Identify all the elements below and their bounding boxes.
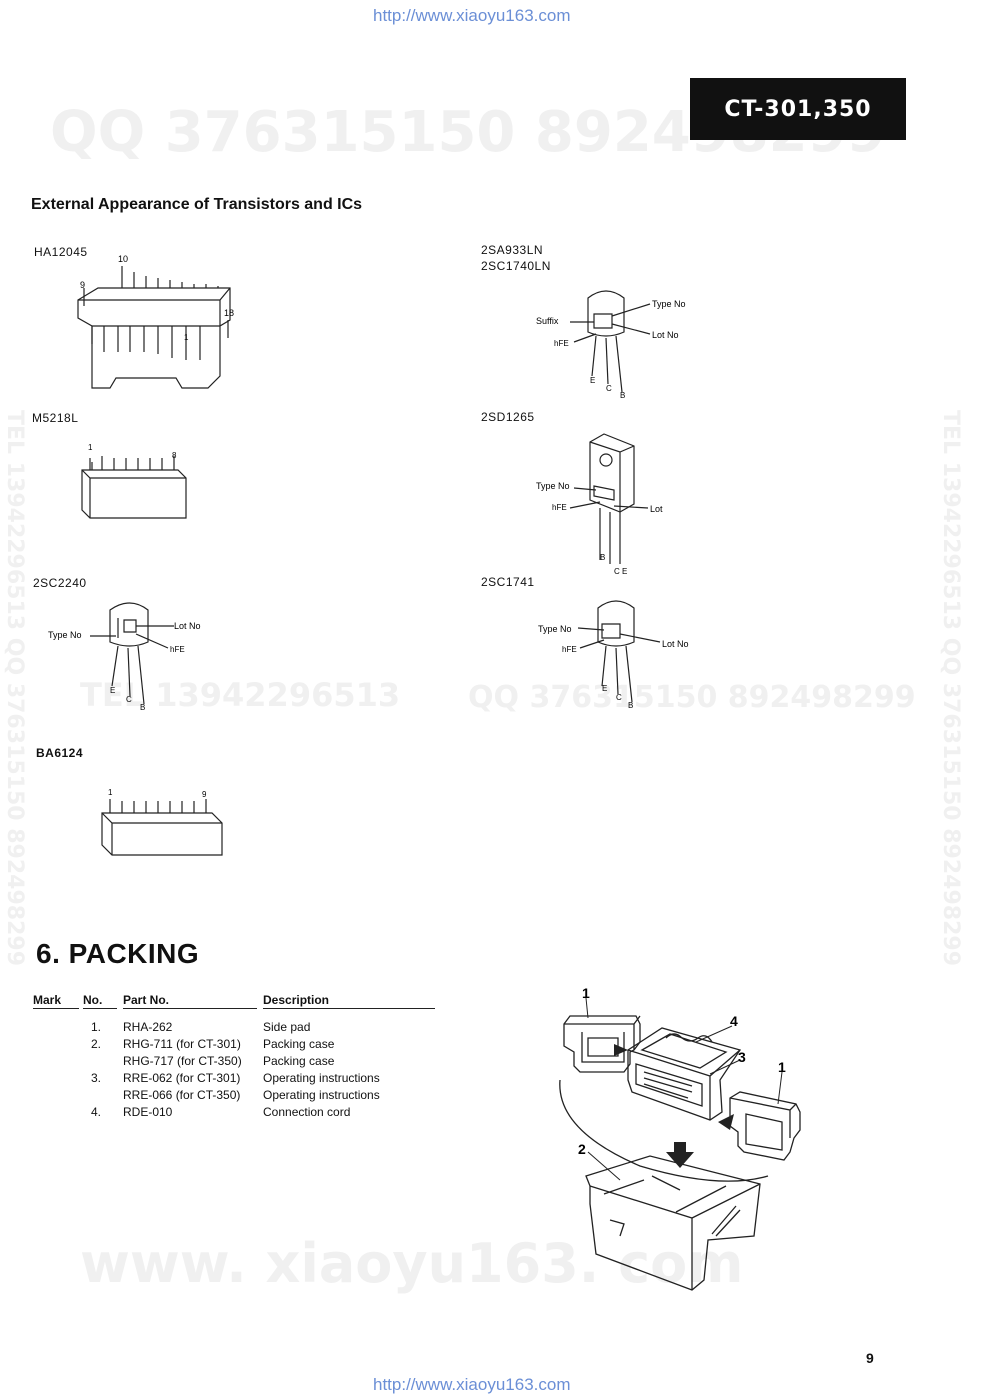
table-row: 3. RRE-062 (for CT-301) Operating instru… [91, 1071, 380, 1085]
2sc2240-hfe: hFE [170, 645, 185, 654]
2sc2240-lot-no: Lot No [174, 621, 201, 631]
ha12045-pin-9: 9 [80, 280, 85, 290]
watermark-vertical-left: TEL 13942296513 QQ 376315150 892498299 [2, 410, 27, 967]
label-2sd1265: 2SD1265 [481, 410, 535, 424]
label-ha12045: HA12045 [34, 245, 88, 259]
2sc2240-pin-b: B [140, 703, 145, 712]
2sa933ln-suffix: Suffix [536, 316, 559, 326]
appearance-title: External Appearance of Transistors and I… [31, 196, 363, 213]
ha12045-pin-1: 1 [184, 333, 189, 342]
2sc1741-lot-no: Lot No [662, 639, 689, 649]
2sd1265-hfe: hFE [552, 503, 567, 512]
ba6124-pin-9: 9 [202, 790, 207, 799]
2sd1265-drawing: Type No hFE Lot B C E [536, 433, 663, 576]
2sd1265-pin-b: B [600, 553, 605, 562]
packing-diagram: 1 4 3 1 2 [559, 985, 801, 1291]
col-description: Description [263, 993, 330, 1007]
source-url-bottom[interactable]: http://www.xiaoyu163.com [373, 1375, 571, 1394]
diagram-label-manual: 3 [738, 1049, 746, 1065]
ha12045-drawing: 9 10 18 1 [77, 254, 234, 389]
watermark-qq-mid: QQ 376315150 892498299 [468, 680, 916, 715]
2sd1265-pin-ce: C E [614, 567, 627, 576]
2sc1741-drawing: Type No Lot No hFE E C B [538, 600, 689, 710]
label-2sa933ln: 2SA933LN [481, 243, 544, 257]
2sc1741-hfe: hFE [562, 645, 577, 654]
watermark-tel-mid: TEL 13942296513 [80, 676, 401, 714]
diagram-label-case: 2 [578, 1141, 586, 1157]
2sa933ln-hfe: hFE [554, 339, 569, 348]
table-row: RHG-717 (for CT-350) Packing case [123, 1054, 335, 1068]
2sd1265-lot: Lot [650, 504, 663, 514]
2sc2240-drawing: Type No Lot No hFE E C B [48, 602, 201, 712]
2sa933ln-pin-c: C [606, 384, 612, 393]
2sa933ln-type-no: Type No [652, 299, 686, 309]
2sc1741-pin-c: C [616, 693, 622, 702]
packing-table-header: Mark No. Part No. Description [33, 993, 435, 1011]
table-row: 1. RHA-262 Side pad [91, 1020, 311, 1034]
diagram-label-side-pad-left: 1 [582, 985, 590, 1001]
ba6124-pin-1: 1 [108, 788, 113, 797]
packing-title: 6. PACKING [36, 938, 200, 969]
ba6124-drawing: 1 9 [101, 788, 223, 856]
col-no: No. [83, 993, 103, 1007]
label-2sc1740ln: 2SC1740LN [481, 259, 551, 273]
diagram-label-side-pad-right: 1 [778, 1059, 786, 1075]
2sc1741-pin-b: B [628, 701, 633, 710]
2sd1265-type-no: Type No [536, 481, 570, 491]
table-row: RRE-066 (for CT-350) Operating instructi… [123, 1088, 380, 1102]
page-number: 9 [866, 1350, 874, 1366]
2sc1741-pin-e: E [602, 684, 607, 693]
table-row: 2. RHG-711 (for CT-301) Packing case [91, 1037, 335, 1051]
2sa933ln-pin-b: B [620, 391, 625, 400]
watermark-www-bottom: www. xiaoyu163. com [80, 1232, 744, 1295]
2sa933ln-drawing: Type No Suffix Lot No hFE E C B [536, 290, 686, 400]
2sc2240-type-no: Type No [48, 630, 82, 640]
m5218l-drawing: 1 8 [81, 443, 187, 519]
2sc1741-type-no: Type No [538, 624, 572, 634]
table-row: 4. RDE-010 Connection cord [91, 1105, 351, 1119]
2sc2240-pin-e: E [110, 686, 115, 695]
m5218l-pin-8: 8 [172, 451, 177, 460]
ha12045-pin-10: 10 [118, 254, 128, 264]
label-ba6124: BA6124 [36, 746, 84, 760]
ha12045-pin-18: 18 [224, 308, 234, 318]
label-m5218l: M5218L [32, 411, 79, 425]
watermark-vertical-right: TEL 13942296513 QQ 376315150 892498299 [938, 410, 963, 967]
source-url-top[interactable]: http://www.xiaoyu163.com [373, 6, 571, 25]
col-mark: Mark [33, 993, 62, 1007]
diagram-label-cord: 4 [730, 1013, 738, 1029]
model-badge: CT-301,350 [690, 78, 906, 140]
2sa933ln-lot-no: Lot No [652, 330, 679, 340]
label-2sc2240: 2SC2240 [33, 576, 87, 590]
2sc2240-pin-c: C [126, 695, 132, 704]
col-part-no: Part No. [123, 993, 170, 1007]
m5218l-pin-1: 1 [88, 443, 93, 452]
label-2sc1741: 2SC1741 [481, 575, 535, 589]
2sa933ln-pin-e: E [590, 376, 595, 385]
